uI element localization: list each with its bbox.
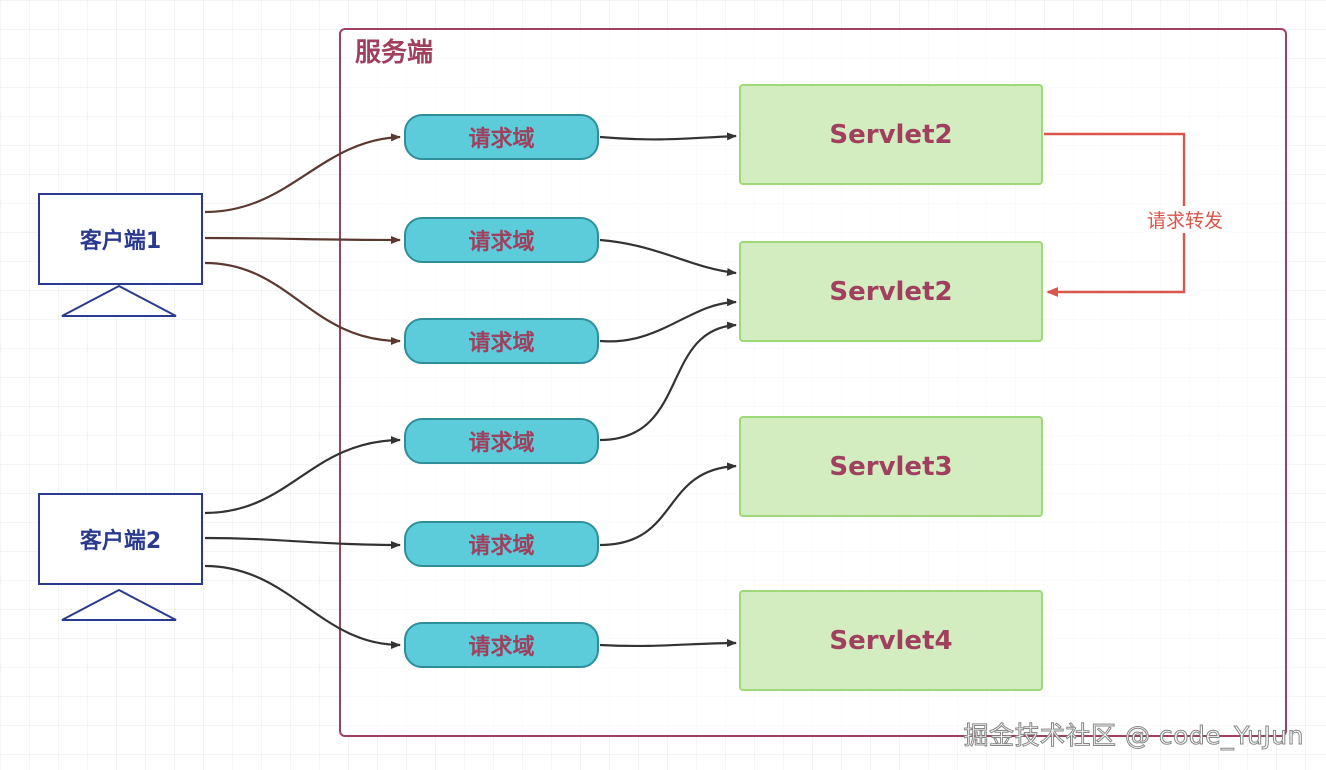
client-2-monitor: 客户端2	[38, 493, 203, 585]
client-2-label: 客户端2	[79, 529, 162, 554]
servlet-box-2: Servlet2	[739, 241, 1043, 342]
request-domain-2: 请求域	[404, 217, 599, 263]
client-1-monitor: 客户端1	[38, 193, 203, 285]
request-domain-label: 请求域	[468, 534, 535, 559]
server-title: 服务端	[355, 38, 434, 68]
request-domain-1: 请求域	[404, 114, 599, 160]
servlet-box-3: Servlet3	[739, 416, 1043, 517]
servlet-box-4: Servlet4	[739, 590, 1043, 691]
request-domain-3: 请求域	[404, 318, 599, 364]
servlet-box-1: Servlet2	[739, 84, 1043, 185]
request-domain-label: 请求域	[468, 331, 535, 356]
watermark: 掘金技术社区 @ code_YuJun	[963, 721, 1304, 751]
client-2-stand	[61, 588, 177, 621]
request-domain-5: 请求域	[404, 521, 599, 567]
request-domain-label: 请求域	[468, 635, 535, 660]
servlet-label: Servlet4	[829, 625, 953, 656]
servlet-label: Servlet3	[829, 451, 953, 482]
request-domain-label: 请求域	[468, 127, 535, 152]
forward-label: 请求转发	[1145, 206, 1226, 233]
request-domain-label: 请求域	[468, 230, 535, 255]
client-1-label: 客户端1	[79, 229, 162, 254]
servlet-label: Servlet2	[829, 119, 953, 150]
request-domain-label: 请求域	[468, 431, 535, 456]
servlet-label: Servlet2	[829, 276, 953, 307]
request-domain-4: 请求域	[404, 418, 599, 464]
request-domain-6: 请求域	[404, 622, 599, 668]
client-1-stand	[61, 284, 177, 317]
